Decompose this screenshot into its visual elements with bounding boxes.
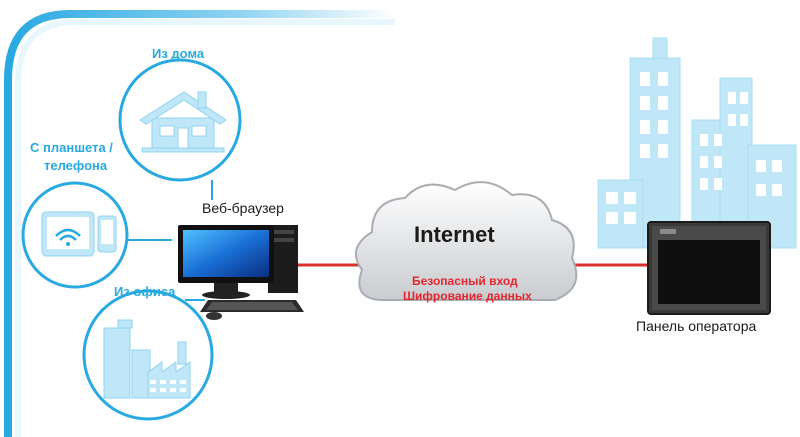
background-frame xyxy=(4,10,395,437)
tablet-phone-icon xyxy=(41,211,117,257)
label-secure-login: Безопасный вход xyxy=(412,274,518,288)
factory-icon xyxy=(103,319,191,399)
label-from-tablet-line1: С планшета / xyxy=(30,140,113,155)
label-from-office: Из офиса xyxy=(114,284,176,299)
cloud-icon xyxy=(354,181,578,301)
background-frame-inner xyxy=(15,19,395,437)
label-operator-panel: Панель оператора xyxy=(636,318,757,334)
label-web-browser: Веб-браузер xyxy=(202,200,284,216)
city-buildings-icon xyxy=(597,37,797,249)
operator-panel-icon xyxy=(647,221,771,315)
label-from-home: Из дома xyxy=(152,46,205,61)
house-icon xyxy=(139,91,227,153)
desktop-computer-icon xyxy=(178,225,304,320)
label-from-tablet-line2: телефона xyxy=(44,158,108,173)
label-internet: Internet xyxy=(414,222,495,247)
label-data-encryption: Шифрование данных xyxy=(403,289,532,303)
